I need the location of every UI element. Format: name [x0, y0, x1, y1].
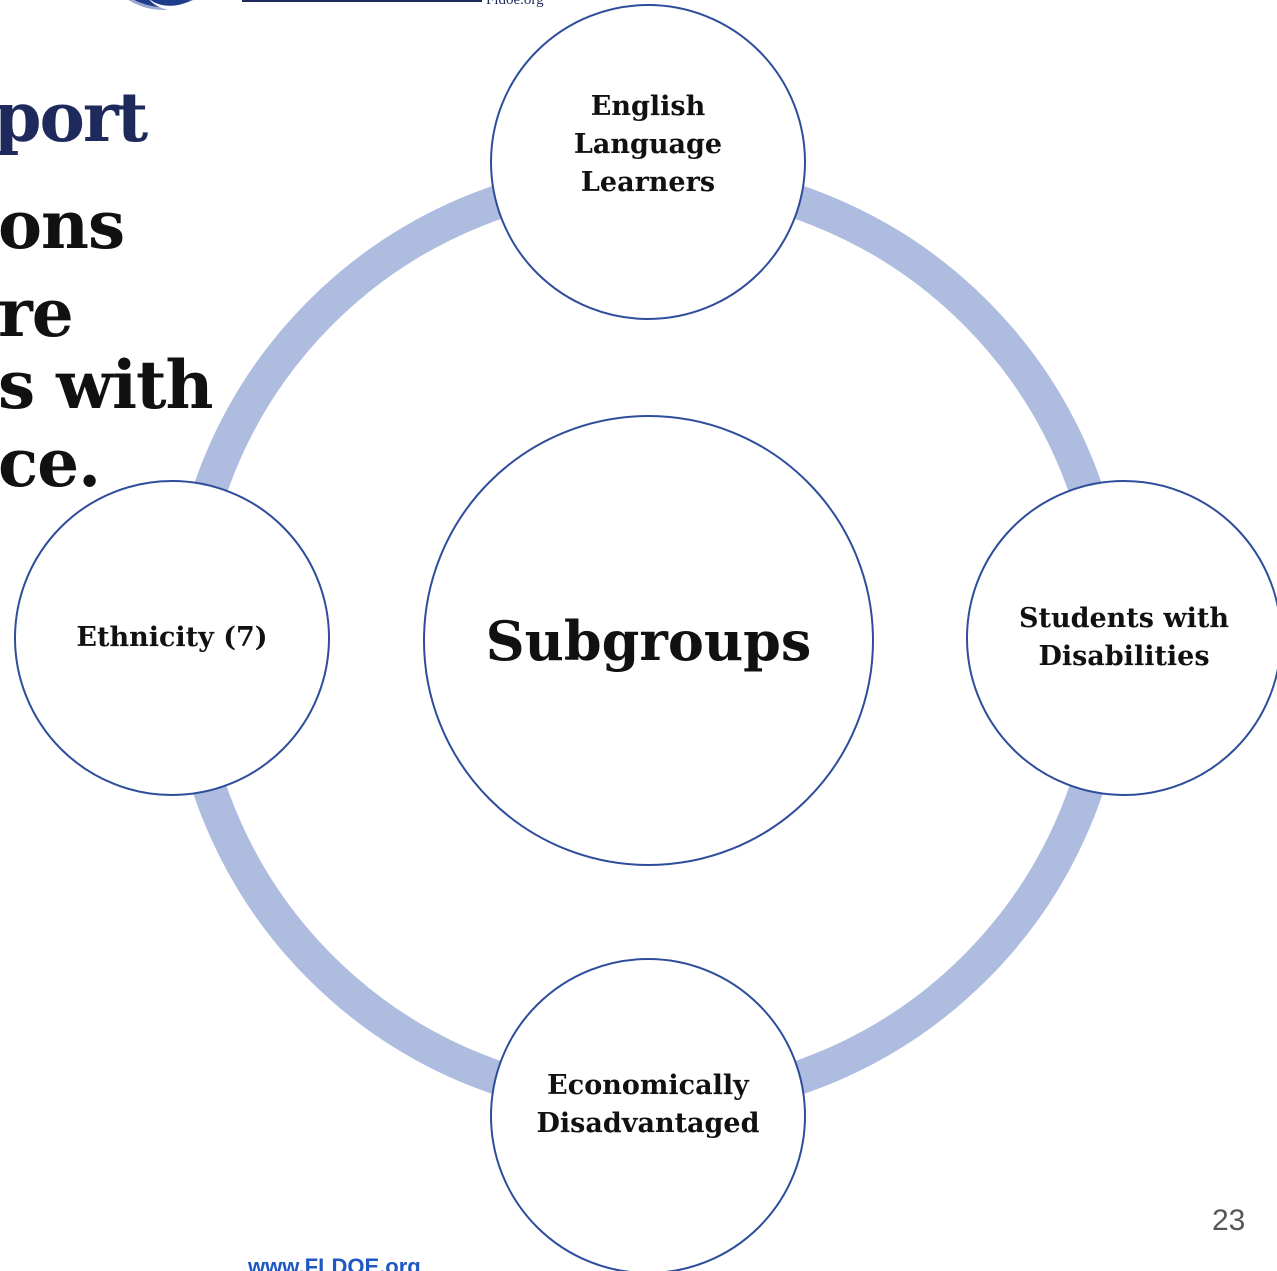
footer-url-link[interactable]: www.FLDOE.org: [248, 1254, 421, 1271]
node-top-line-2: Language: [573, 129, 723, 160]
node-bottom-line-2: Disadvantaged: [536, 1108, 760, 1139]
body-line-3: s with: [0, 346, 213, 424]
node-english-language-learners: English Language Learners: [490, 4, 806, 320]
node-top-line-1: English: [590, 91, 706, 122]
node-ethnicity: Ethnicity (7): [14, 480, 330, 796]
node-students-with-disabilities: Students with Disabilities: [966, 480, 1277, 796]
node-bottom-line-1: Economically: [547, 1070, 749, 1101]
page-number: 23: [1212, 1204, 1246, 1237]
center-node-label: Subgroups: [485, 608, 812, 673]
node-economically-disadvantaged: Economically Disadvantaged: [490, 958, 806, 1271]
node-right-line-1: Students with: [1019, 603, 1229, 634]
node-bottom-label: Economically Disadvantaged: [537, 1067, 760, 1143]
center-node: Subgroups: [423, 415, 874, 866]
node-left-line-1: Ethnicity (7): [76, 622, 268, 653]
node-right-line-2: Disabilities: [1038, 641, 1210, 672]
node-left-label: Ethnicity (7): [76, 619, 267, 657]
header-site-text: Fldoe.org: [486, 0, 544, 8]
node-top-line-3: Learners: [580, 167, 716, 198]
body-line-2: re: [0, 274, 74, 352]
body-line-1: ons: [0, 186, 125, 264]
slide-title: port: [0, 78, 148, 158]
header-rule: [242, 0, 482, 2]
body-line-4: ce.: [0, 424, 101, 502]
node-right-label: Students with Disabilities: [1019, 600, 1229, 676]
node-top-label: English Language Learners: [574, 88, 722, 202]
